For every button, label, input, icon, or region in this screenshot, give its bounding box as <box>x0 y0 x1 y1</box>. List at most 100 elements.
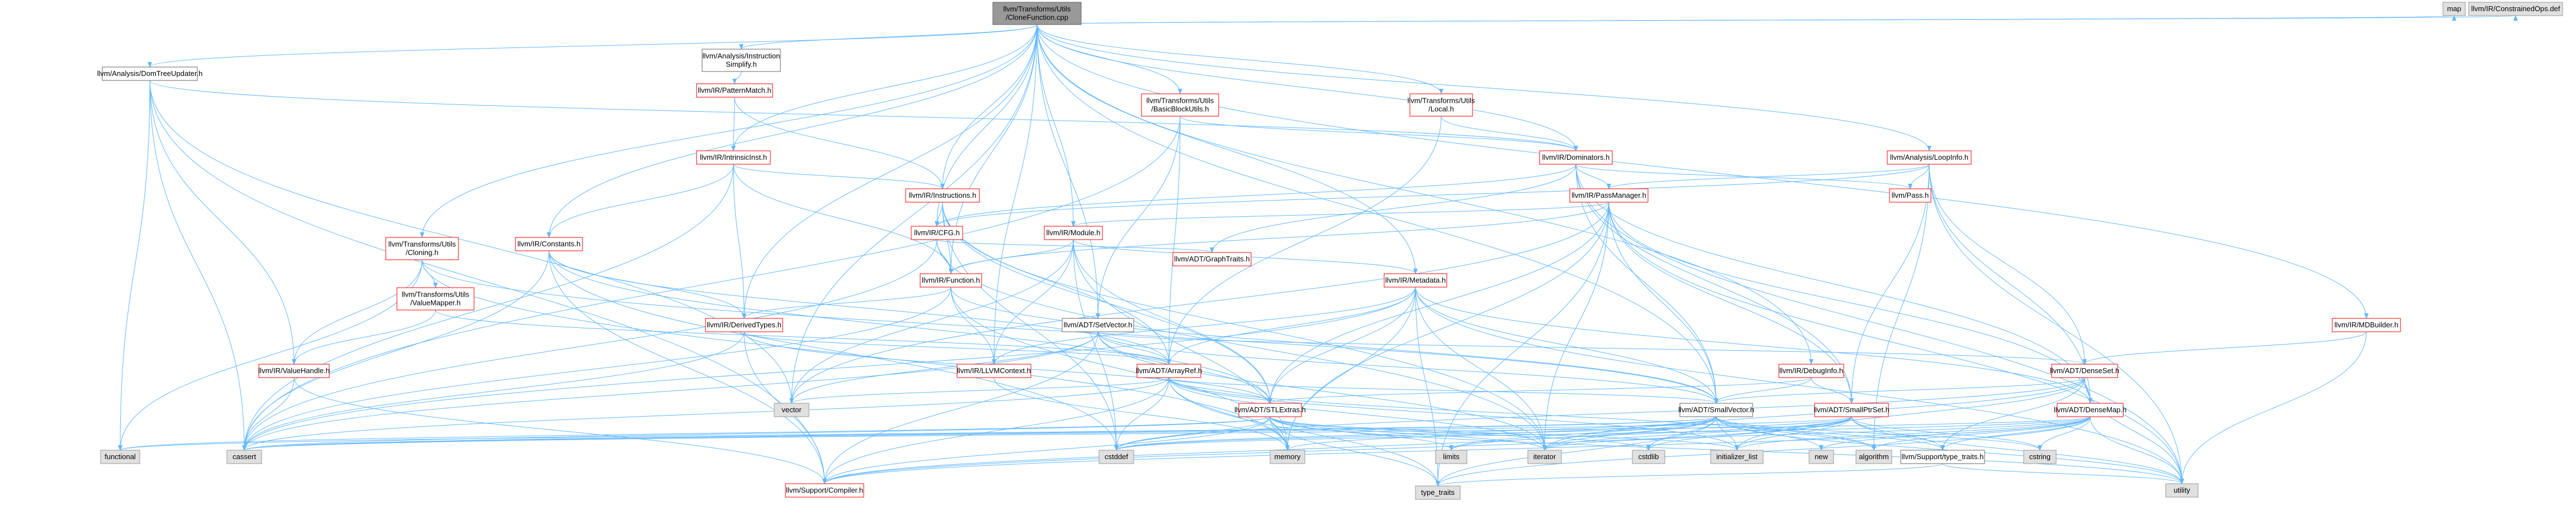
node-arrayref[interactable]: llvm/ADT/ArrayRef.h <box>1136 364 1202 378</box>
edge-root-to-function <box>949 24 1038 274</box>
node-label-stlextras-0: llvm/ADT/STLExtras.h <box>1234 406 1306 414</box>
edge-intrinsicinst-to-function <box>733 164 953 274</box>
node-label-bbutils-0: llvm/Transforms/Utils <box>1147 97 1214 105</box>
node-limits: limits <box>1435 450 1467 464</box>
edge-smallvector-to-limits <box>1449 416 1717 451</box>
node-label-limits-0: limits <box>1443 452 1460 461</box>
node-llvmcontext[interactable]: llvm/IR/LLVMContext.h <box>956 364 1031 378</box>
edge-setvector-to-densemap <box>1097 331 2087 365</box>
edge-cloning-to-memory <box>422 259 1290 451</box>
node-derivedtypes[interactable]: llvm/IR/DerivedTypes.h <box>705 318 783 332</box>
node-graphtraits[interactable]: llvm/ADT/GraphTraits.h <box>1172 252 1252 266</box>
node-patternmatch[interactable]: llvm/IR/PatternMatch.h <box>696 83 773 98</box>
edge-smallptrset-to-compiler <box>822 416 1852 484</box>
node-typetraits[interactable]: llvm/Support/type_traits.h <box>1900 450 1985 464</box>
node-label-domtreeupd-0: llvm/Analysis/DomTreeUpdater.h <box>97 69 203 78</box>
node-label-utility-0: utility <box>2174 486 2190 494</box>
edge-arrayref-to-algorithm <box>1168 377 1876 451</box>
node-cstdlib: cstdlib <box>1632 450 1665 464</box>
edge-metadata-to-type_traits <box>1415 287 1440 487</box>
node-loopinfo[interactable]: llvm/Analysis/LoopInfo.h <box>1887 150 1972 165</box>
node-bbutils[interactable]: llvm/Transforms/Utils/BasicBlockUtils.h <box>1141 93 1219 117</box>
node-intrinsicinst[interactable]: llvm/IR/IntrinsicInst.h <box>696 150 771 165</box>
node-constrainedops: llvm/IR/ConstrainedOps.def <box>2468 2 2563 16</box>
edge-stlextras-to-cassert <box>242 416 1271 451</box>
node-label-root-0: llvm/Transforms/Utils <box>1003 5 1071 13</box>
edge-loopinfo-to-utility <box>1929 164 2184 484</box>
edge-root-to-local <box>1036 24 1443 94</box>
edge-densemap-to-smallvector <box>1714 377 2085 404</box>
edge-passmanager-to-iterator <box>1542 202 1609 451</box>
node-passmanager[interactable]: llvm/IR/PassManager.h <box>1569 188 1649 203</box>
node-pass[interactable]: llvm/Pass.h <box>1889 188 1931 203</box>
edge-instructions-to-iterator <box>942 202 1547 451</box>
node-utility: utility <box>2165 483 2199 498</box>
node-label-new-0: new <box>1815 452 1828 461</box>
node-metadata[interactable]: llvm/IR/Metadata.h <box>1384 273 1447 288</box>
node-debuginfo[interactable]: llvm/IR/DebugInfo.h <box>1778 364 1844 378</box>
node-label-graphtraits-0: llvm/ADT/GraphTraits.h <box>1174 255 1249 263</box>
node-compiler[interactable]: llvm/Support/Compiler.h <box>785 483 864 498</box>
node-box-smallvector <box>1679 403 1753 417</box>
node-valuehandle[interactable]: llvm/IR/ValueHandle.h <box>258 364 330 378</box>
node-module[interactable]: llvm/IR/Module.h <box>1044 226 1103 240</box>
node-box-cstddef <box>1098 450 1134 464</box>
node-root[interactable]: llvm/Transforms/Utils/CloneFunction.cpp <box>992 2 1082 25</box>
node-box-valuehandle <box>258 364 330 378</box>
node-type_traits: type_traits <box>1415 485 1461 500</box>
edge-loopinfo-to-passmanager <box>1607 164 1930 189</box>
node-cstddef: cstddef <box>1098 450 1134 464</box>
edge-dominators-to-pass <box>1575 164 1912 189</box>
edge-instructions-to-cstddef <box>942 202 1119 451</box>
node-dominators[interactable]: llvm/IR/Dominators.h <box>1539 150 1613 165</box>
node-label-instructions-0: llvm/IR/Instructions.h <box>909 191 977 199</box>
node-box-derivedtypes <box>705 318 783 332</box>
node-label-type_traits-0: type_traits <box>1421 488 1455 497</box>
node-label-valuehandle-0: llvm/IR/ValueHandle.h <box>258 366 330 375</box>
node-label-valuemapper-1: /ValueMapper.h <box>410 299 461 307</box>
edge-loopinfo-to-algorithm <box>1872 164 1930 451</box>
node-box-cstdlib <box>1632 450 1665 464</box>
node-box-loopinfo <box>1887 150 1972 165</box>
node-box-iterator <box>1527 450 1562 464</box>
node-label-intrinsicinst-0: llvm/IR/IntrinsicInst.h <box>700 153 767 161</box>
edge-arrayref-to-smallvector <box>1168 377 1718 404</box>
edge-loopinfo-to-pass <box>1908 164 1930 189</box>
node-cloning[interactable]: llvm/Transforms/Utils/Cloning.h <box>385 237 459 260</box>
node-label-cstdlib-0: cstdlib <box>1639 452 1659 461</box>
node-stlextras[interactable]: llvm/ADT/STLExtras.h <box>1234 403 1306 417</box>
node-label-pass-0: llvm/Pass.h <box>1892 191 1929 199</box>
edge-typetraits-to-type_traits <box>1436 463 1943 487</box>
node-label-initlist-0: initializer_list <box>1716 452 1758 461</box>
node-local[interactable]: llvm/Transforms/Utils/Local.h <box>1408 93 1475 117</box>
edge-smallvector-to-type_traits <box>1436 416 1717 487</box>
edge-root-to-intrinsicinst <box>731 24 1038 151</box>
node-densemap[interactable]: llvm/ADT/DenseSet.h <box>2050 364 2119 378</box>
node-label-cloning-0: llvm/Transforms/Utils <box>389 240 456 249</box>
node-label-densemapr-0: llvm/ADT/DenseMap.h <box>2054 406 2127 414</box>
node-box-cassert <box>226 450 262 464</box>
edge-root-to-instsimplify <box>739 24 1038 50</box>
node-densemapr[interactable]: llvm/ADT/DenseMap.h <box>2054 403 2127 417</box>
node-cfg[interactable]: llvm/IR/CFG.h <box>911 226 963 240</box>
node-setvector[interactable]: llvm/ADT/SetVector.h <box>1062 318 1134 332</box>
edge-bbutils-to-dominators <box>1180 116 1578 151</box>
node-constants[interactable]: llvm/IR/Constants.h <box>515 237 583 251</box>
node-label-constants-0: llvm/IR/Constants.h <box>518 240 581 248</box>
node-smallptrset[interactable]: llvm/ADT/SmallPtrSet.h <box>1813 403 1890 417</box>
node-label-local-0: llvm/Transforms/Utils <box>1408 97 1475 105</box>
node-function[interactable]: llvm/IR/Function.h <box>920 273 982 288</box>
edge-smallvector-to-iterator <box>1542 416 1717 451</box>
edge-smallvector-to-cstring <box>1716 416 2042 451</box>
edge-constants-to-cstddef <box>548 250 1119 451</box>
edge-function-to-derivedtypes <box>742 287 951 319</box>
node-valuemapper[interactable]: llvm/Transforms/Utils/ValueMapper.h <box>396 287 475 311</box>
node-label-smallptrset-0: llvm/ADT/SmallPtrSet.h <box>1813 406 1890 414</box>
node-mdbuilder[interactable]: llvm/IR/MDBuilder.h <box>2332 318 2401 332</box>
node-box-smallptrset <box>1814 403 1889 417</box>
node-instructions[interactable]: llvm/IR/Instructions.h <box>905 188 980 203</box>
node-smallvector[interactable]: llvm/ADT/SmallVector.h <box>1678 403 1754 417</box>
node-box-type_traits <box>1415 485 1461 500</box>
node-domtreeupd[interactable]: llvm/Analysis/DomTreeUpdater.h <box>97 66 203 81</box>
